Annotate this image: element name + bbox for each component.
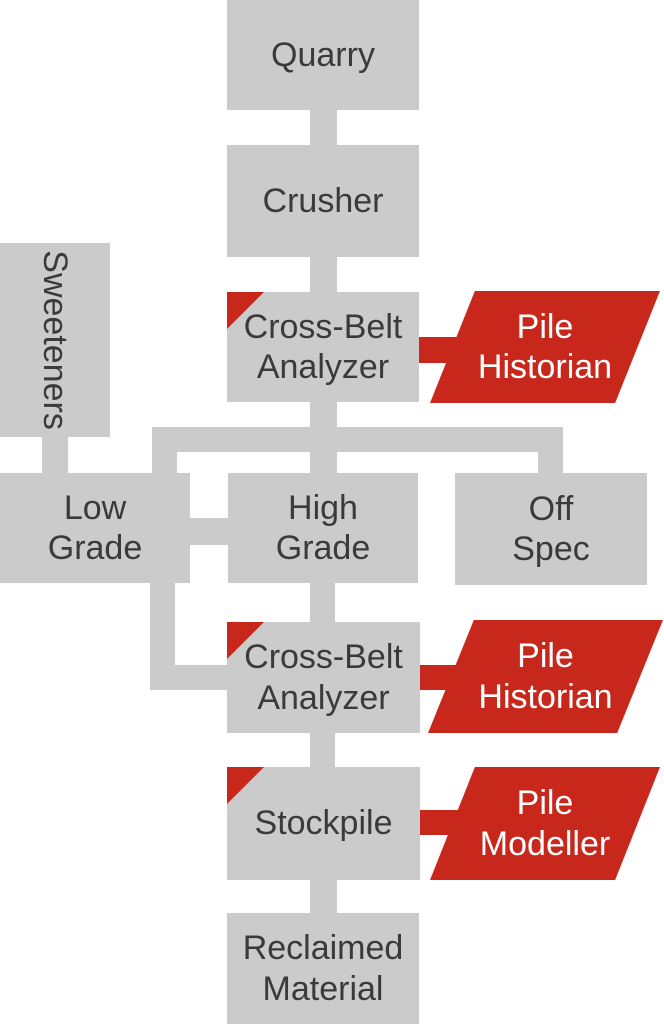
connector-bar-high-grade [310, 452, 337, 474]
node-cross-belt-analyzer-bottom: Cross-Belt Analyzer [227, 622, 420, 733]
node-stockpile-label: Stockpile [254, 804, 393, 843]
node-off-spec-label: Off Spec [512, 489, 590, 568]
connector-crusher-analyzer [310, 257, 337, 292]
node-high-grade-label: High Grade [275, 488, 371, 567]
connector-bar-low-grade [152, 452, 177, 474]
tag-pile-historian-top: Pile Historian [430, 291, 660, 403]
node-sweeteners-label: Sweeteners [36, 250, 75, 430]
node-reclaimed-material: Reclaimed Material [227, 913, 419, 1024]
connector-low-grade-analyzer [150, 665, 228, 690]
node-cross-belt-analyzer-bottom-label: Cross-Belt Analyzer [244, 638, 403, 717]
node-cross-belt-analyzer-top: Cross-Belt Analyzer [227, 292, 419, 402]
node-off-spec: Off Spec [455, 473, 647, 585]
red-corner-triangle-icon [227, 767, 264, 804]
connector-high-grade-analyzer [310, 583, 335, 622]
node-crusher-label: Crusher [262, 181, 384, 220]
tag-pile-historian-bottom-label: Pile Historian [478, 637, 613, 716]
connector-distribution-bar [152, 427, 563, 452]
node-sweeteners: Sweeteners [0, 243, 110, 437]
tag-pile-historian-top-label: Pile Historian [477, 307, 613, 386]
connector-analyzer-split [310, 402, 337, 427]
node-low-grade-label: Low Grade [47, 488, 143, 567]
connector-sweeteners-low-grade [42, 437, 68, 474]
node-low-grade: Low Grade [0, 473, 190, 583]
connector-bar-off-spec [538, 452, 563, 474]
connector-stockpile-reclaimed [310, 880, 337, 913]
node-quarry: Quarry [227, 0, 419, 110]
tag-pile-modeller: Pile Modeller [430, 767, 660, 880]
node-crusher: Crusher [227, 145, 419, 257]
connector-analyzer-stockpile [310, 733, 335, 767]
connector-low-grade-high-grade [190, 518, 228, 545]
node-stockpile: Stockpile [227, 767, 420, 880]
connector-quarry-crusher [310, 110, 337, 145]
tag-pile-modeller-label: Pile Modeller [479, 784, 611, 863]
tag-pile-historian-bottom: Pile Historian [428, 620, 663, 733]
node-quarry-label: Quarry [271, 35, 375, 74]
node-high-grade: High Grade [228, 473, 418, 583]
node-cross-belt-analyzer-top-label: Cross-Belt Analyzer [243, 307, 403, 386]
node-reclaimed-material-label: Reclaimed Material [242, 929, 404, 1008]
